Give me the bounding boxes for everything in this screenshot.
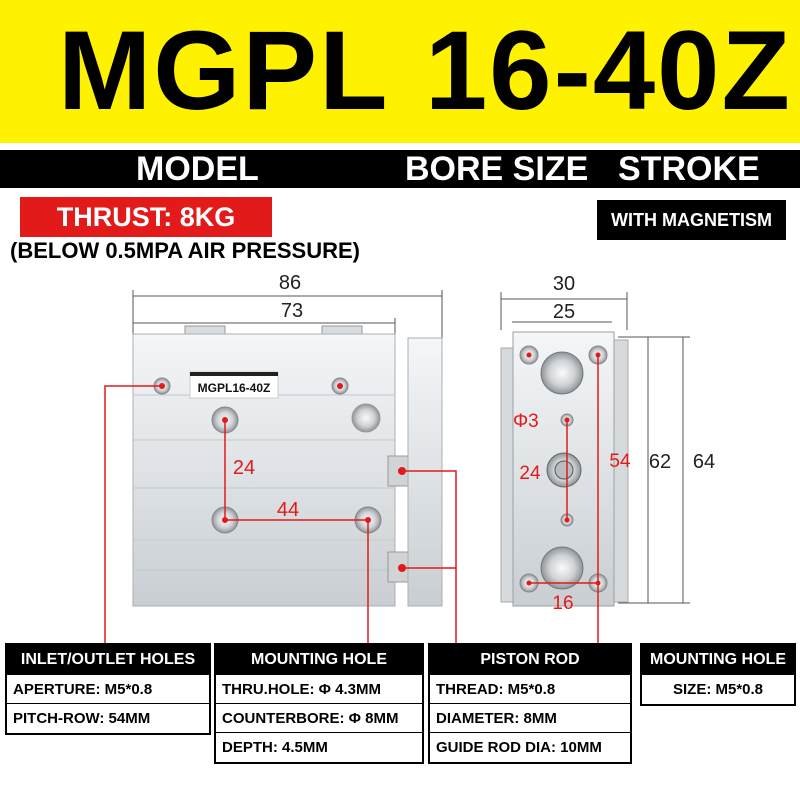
spec-box-title: MOUNTING HOLE: [642, 645, 794, 675]
spec-row: SIZE: M5*0.8: [672, 681, 764, 698]
spec-row: COUNTERBORE: Φ 8MM: [216, 704, 422, 733]
spec-box-mounting-hole-end: MOUNTING HOLE SIZE: M5*0.8: [640, 643, 796, 706]
dim-inner-width: 25: [553, 301, 575, 323]
legend-bore-size: BORE SIZE: [405, 150, 589, 188]
spec-row: GUIDE ROD DIA: 10MM: [436, 739, 602, 756]
banner-model-name: MGPL: [58, 8, 390, 133]
spec-row: APERTURE: M5*0.8: [7, 675, 209, 704]
spec-box-inlet-outlet: INLET/OUTLET HOLES APERTURE: M5*0.8 PITC…: [5, 643, 211, 735]
pressure-note: (BELOW 0.5MPA AIR PRESSURE): [10, 238, 360, 263]
dim-width: 30: [553, 273, 575, 295]
spec-box-title: MOUNTING HOLE: [216, 645, 422, 675]
magnetism-badge: WITH MAGNETISM: [597, 200, 786, 240]
dim-hole-diameter: Φ3: [513, 411, 539, 432]
side-view: 86 73 MGPL16-40Z: [104, 272, 457, 643]
spec-row: DEPTH: 4.5MM: [222, 739, 328, 756]
dim-hole-horizontal: 44: [277, 499, 299, 521]
dim-height: 64: [693, 451, 715, 473]
end-view: 30 25 Φ3 24 54 16: [500, 273, 715, 643]
spec-row: PITCH-ROW: 54MM: [13, 710, 151, 727]
model-legend-bar: MODEL BORE SIZE STROKE: [0, 150, 800, 188]
dim-pitch: 54: [609, 451, 631, 472]
thrust-badge: THRUST: 8KG: [20, 197, 272, 237]
dim-center-distance: 24: [519, 463, 541, 484]
spec-box-title: PISTON ROD: [430, 645, 630, 675]
dim-height-inner: 62: [649, 451, 671, 473]
title-banner: MGPL 16-40Z: [0, 0, 800, 143]
legend-stroke: STROKE: [618, 150, 760, 188]
banner-size-code: 16-40Z: [425, 8, 792, 133]
spec-box-title: INLET/OUTLET HOLES: [7, 645, 209, 675]
spec-box-piston-rod: PISTON ROD THREAD: M5*0.8 DIAMETER: 8MM …: [428, 643, 632, 764]
legend-model: MODEL: [136, 150, 259, 188]
spec-row: DIAMETER: 8MM: [430, 704, 630, 733]
dim-hole-vertical: 24: [233, 457, 255, 479]
dim-bottom: 16: [552, 593, 573, 614]
spec-box-mounting-hole: MOUNTING HOLE THRU.HOLE: Φ 4.3MM COUNTER…: [214, 643, 424, 764]
spec-row: THREAD: M5*0.8: [430, 675, 630, 704]
spec-row: THRU.HOLE: Φ 4.3MM: [216, 675, 422, 704]
dim-overall-length: 86: [279, 272, 301, 294]
dim-body-length: 73: [281, 300, 303, 322]
nameplate-label: MGPL16-40Z: [198, 381, 271, 395]
